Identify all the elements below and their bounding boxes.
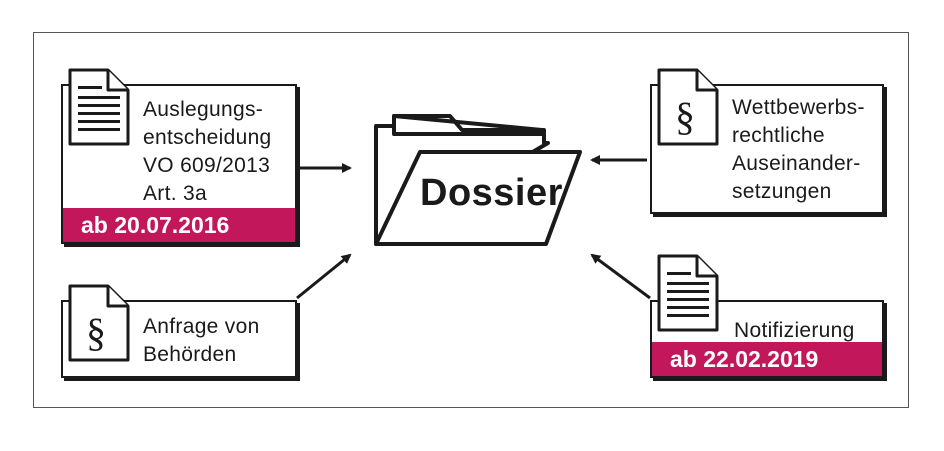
dossier-label: Dossier: [420, 172, 563, 214]
card-text: Notifizierung: [734, 319, 855, 342]
card-auslegungsentscheidung: Auslegungs- entscheidung VO 609/2013 Art…: [61, 84, 297, 244]
svg-text:§: §: [675, 94, 695, 139]
document-lines-icon: [657, 254, 719, 332]
diagram-frame: [33, 32, 909, 408]
date-badge: ab 20.07.2016: [63, 208, 295, 242]
svg-text:§: §: [86, 310, 106, 355]
card-text: Anfrage von Behörden: [143, 315, 260, 366]
paragraph-document-icon: §: [657, 68, 719, 146]
card-text: Wettbewerbs- rechtliche Auseinander- set…: [732, 96, 865, 203]
date-badge: ab 22.02.2019: [652, 342, 882, 376]
document-lines-icon: [68, 68, 130, 146]
card-text: Auslegungs- entscheidung VO 609/2013 Art…: [143, 98, 272, 205]
paragraph-document-icon: §: [68, 284, 130, 362]
